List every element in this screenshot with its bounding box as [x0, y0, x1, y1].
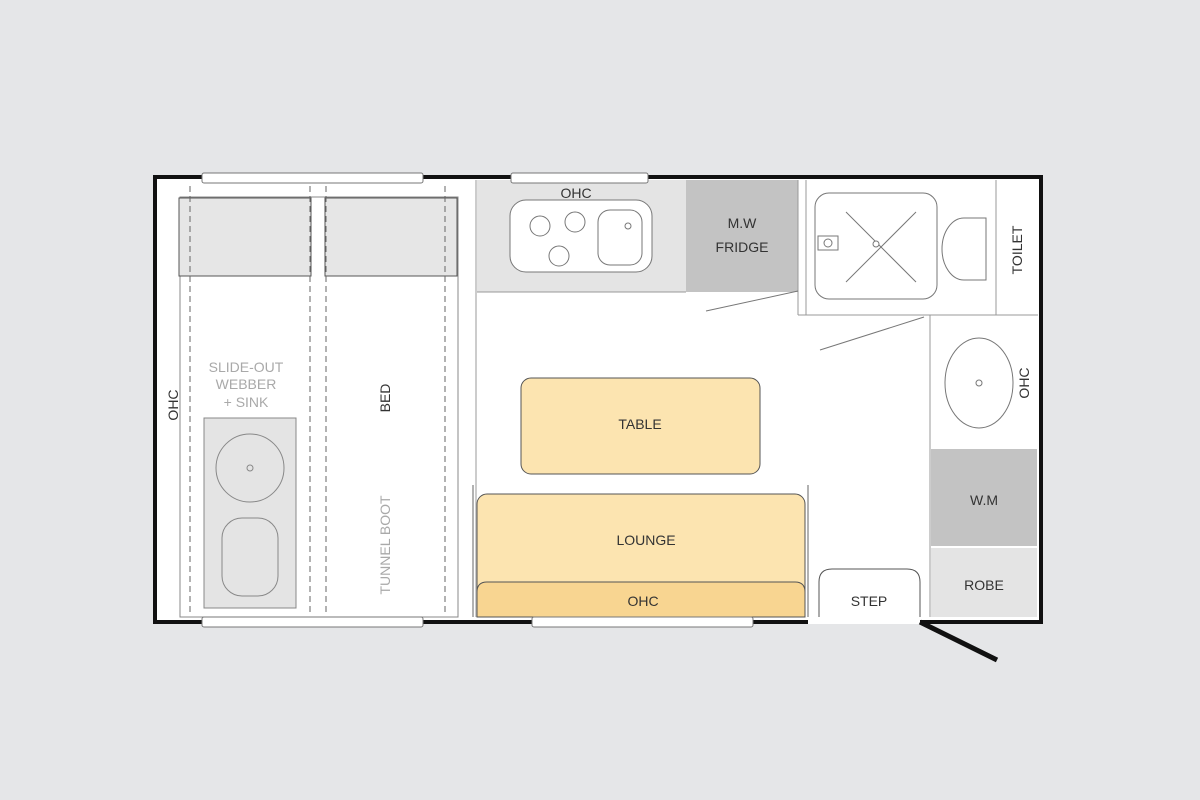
mw-fridge-box: [686, 180, 798, 292]
shower-drain-line-2: [845, 211, 917, 283]
wm-robe: W.M ROBE: [931, 449, 1037, 617]
slideout-label-3: + SINK: [224, 394, 269, 410]
bathroom-ohc-label: OHC: [1016, 367, 1032, 398]
table-label: TABLE: [618, 416, 661, 432]
kitchen-zone: OHC: [477, 180, 686, 293]
washing-machine: [931, 449, 1037, 547]
cooktop-sink-unit: [509, 199, 653, 273]
bed-zone: OHC BED SLIDE-OUT WEBBER + SINK TUNNEL B…: [165, 180, 477, 618]
ensuite: TOILET OHC: [705, 180, 1038, 617]
slideout-webber-sink: [203, 417, 297, 609]
bathroom-door-2: [819, 316, 925, 351]
pillow-left: [178, 197, 312, 277]
step: [818, 568, 921, 617]
entry-step: STEP: [818, 568, 921, 617]
mw-fridge-label-1: M.W: [728, 215, 758, 231]
burner-2: [564, 211, 586, 233]
mw-fridge: M.W FRIDGE: [686, 180, 798, 292]
window-bed-top: [201, 172, 424, 184]
lounge-label: LOUNGE: [616, 532, 675, 548]
kitchen-sink: [597, 209, 643, 266]
step-label: STEP: [851, 593, 888, 609]
shower-tap-knob: [823, 238, 833, 248]
mw-fridge-label-2: FRIDGE: [716, 239, 769, 255]
slideout-label-2: WEBBER: [216, 376, 277, 392]
slideout-label-1: SLIDE-OUT: [209, 359, 284, 375]
robe: [931, 547, 1037, 617]
entry-door-gap: [808, 619, 920, 624]
burner-1: [529, 215, 551, 237]
burner-3: [548, 245, 570, 267]
kitchen-ohc-label: OHC: [560, 185, 591, 201]
bed-ohc-label: OHC: [165, 389, 181, 420]
pillow-right: [324, 197, 458, 277]
lounge-ohc-label: OHC: [627, 593, 658, 609]
webber-center: [246, 464, 254, 472]
dining-zone: TABLE LOUNGE OHC: [472, 377, 809, 618]
lounge-ohc: [476, 581, 806, 618]
outdoor-sink: [221, 517, 279, 597]
table: [520, 377, 761, 475]
toilet-bowl: [941, 217, 987, 281]
window-kitchen-top: [510, 172, 649, 184]
wm-label: W.M: [970, 492, 998, 508]
kitchen-sink-drain: [624, 222, 632, 230]
entry-door: [918, 619, 999, 663]
webber-grill: [215, 433, 285, 503]
vanity-drain: [975, 379, 983, 387]
bathroom-door: [705, 290, 799, 312]
robe-label: ROBE: [964, 577, 1004, 593]
toilet-label: TOILET: [1009, 225, 1025, 274]
window-lounge-bottom: [531, 616, 754, 628]
tunnel-boot-label: TUNNEL BOOT: [377, 495, 393, 594]
bed-label: BED: [377, 384, 393, 413]
window-bed-bottom: [201, 616, 424, 628]
shower-drain: [872, 240, 880, 248]
